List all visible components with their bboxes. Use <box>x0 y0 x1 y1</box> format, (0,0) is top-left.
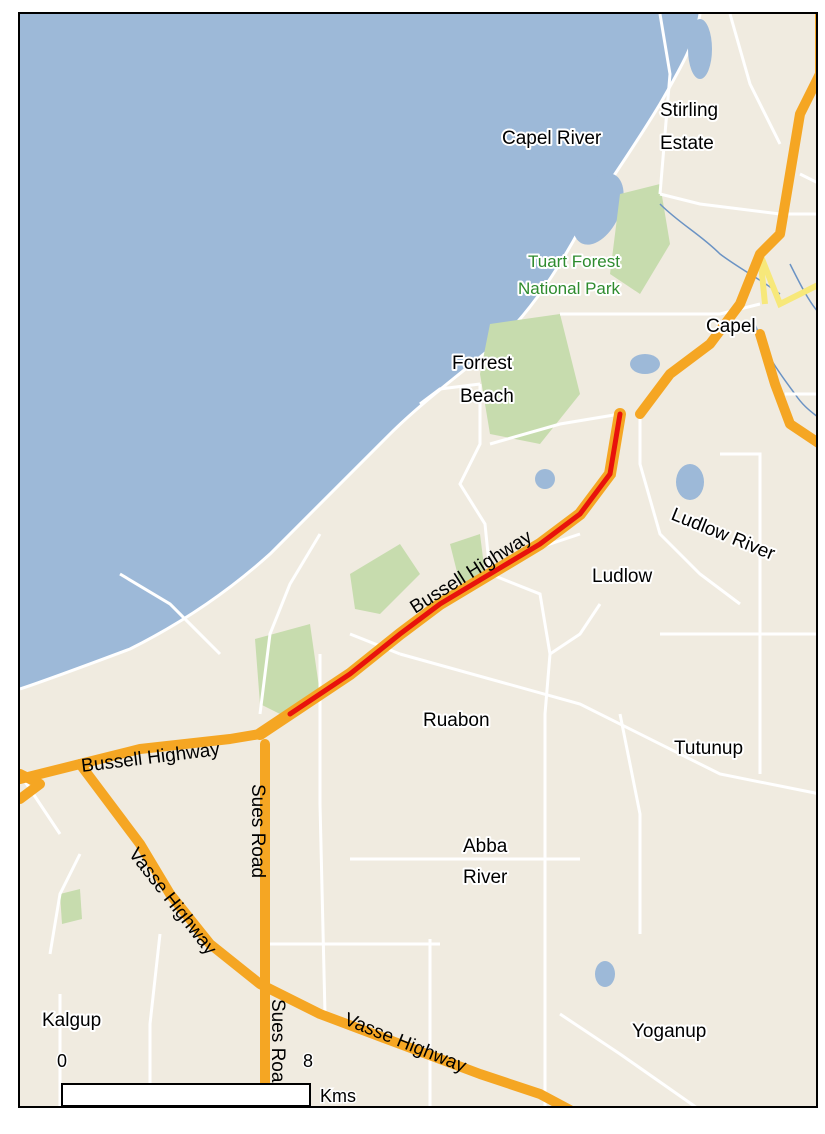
park-area <box>480 314 580 444</box>
place-label-tutunup: Tutunup <box>674 738 743 759</box>
lake <box>688 19 712 79</box>
place-label-capel-river: Capel River <box>502 128 602 149</box>
map-canvas: Capel River Stirling Estate Tuart Forest… <box>20 14 816 1106</box>
park-label-national-park: National Park <box>518 279 621 298</box>
park-area <box>350 544 420 614</box>
road-label-sues-lower: Sues Road <box>267 999 288 1093</box>
place-label-ludlow: Ludlow <box>592 566 652 587</box>
park-area <box>60 889 82 924</box>
place-label-ruabon: Ruabon <box>423 710 490 731</box>
place-label-stirling: Stirling <box>660 100 718 121</box>
lake <box>595 961 615 987</box>
lake <box>676 464 704 500</box>
lake <box>572 173 624 245</box>
major-highways <box>20 14 816 1106</box>
place-label-estate: Estate <box>660 133 714 154</box>
sea-area <box>20 14 700 689</box>
lake <box>630 354 660 374</box>
place-label-yoganup: Yoganup <box>632 1021 706 1042</box>
scale-label-start: 0 <box>57 1051 67 1071</box>
place-label-beach: Beach <box>460 386 514 407</box>
place-label-kalgup: Kalgup <box>42 1010 101 1031</box>
lake <box>535 469 555 489</box>
highlighted-route-line[interactable] <box>287 411 623 717</box>
scale-label-end: 8 <box>303 1051 313 1071</box>
place-label-capel: Capel <box>706 316 756 337</box>
park-area <box>610 184 670 294</box>
park-label-tuart: Tuart Forest <box>528 252 620 271</box>
park-area <box>450 534 485 584</box>
place-label-forrest: Forrest <box>452 353 513 374</box>
scale-label-unit: Kms <box>320 1086 356 1106</box>
scale-bar: 0 8 Kms <box>56 1050 358 1106</box>
map-view[interactable]: Capel River Stirling Estate Tuart Forest… <box>18 12 818 1108</box>
road-label-sues-upper: Sues Road <box>247 784 268 878</box>
park-area <box>255 624 320 714</box>
place-label-river: River <box>463 867 508 888</box>
scale-bar-box <box>61 1083 311 1106</box>
minor-highway <box>757 252 816 309</box>
place-label-abba: Abba <box>463 836 508 857</box>
